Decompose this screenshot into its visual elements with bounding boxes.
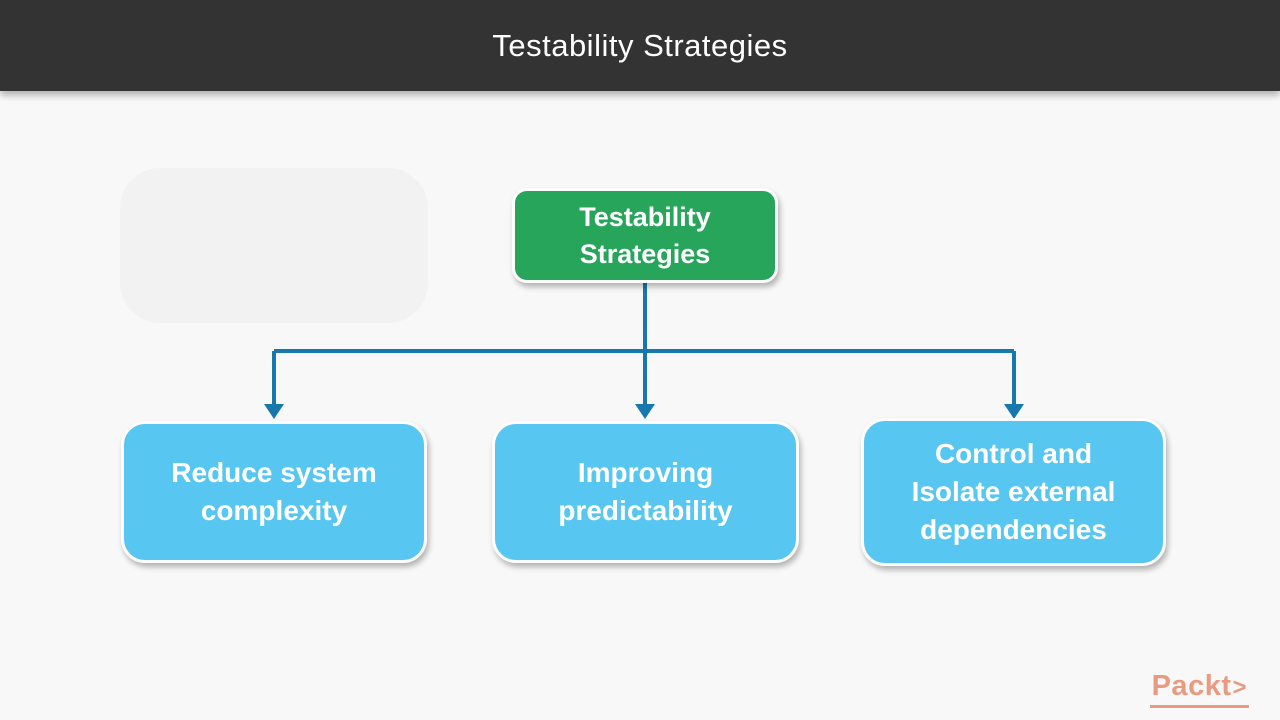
- node-label-line: predictability: [558, 495, 733, 526]
- diagram-node-improving-predictability: Improving predictability: [492, 421, 799, 563]
- diagram-node-control-isolate-external-dependencies: Control and Isolate external dependencie…: [861, 418, 1166, 566]
- node-label-line: Reduce system: [171, 457, 377, 488]
- header-bar: Testability Strategies: [0, 0, 1280, 91]
- page-title: Testability Strategies: [492, 27, 788, 63]
- ghost-placeholder-box: [120, 168, 428, 323]
- diagram-node-testability-strategies: Testability Strategies: [512, 188, 778, 283]
- diagram-node-reduce-system-complexity: Reduce system complexity: [121, 421, 427, 563]
- node-label-line: Control and: [934, 438, 1093, 469]
- arrow-down-icon: [264, 404, 284, 419]
- packt-logo: Packt >: [1149, 670, 1249, 708]
- logo-text: Packt: [1151, 670, 1232, 702]
- arrow-down-icon: [635, 404, 655, 419]
- node-label-line: Isolate external: [911, 476, 1116, 507]
- node-label-line: dependencies: [920, 514, 1107, 545]
- node-label-line: complexity: [200, 495, 348, 526]
- logo-chevron-icon: >: [1232, 674, 1247, 701]
- arrow-down-icon: [1004, 404, 1024, 419]
- node-label-line: Strategies: [579, 238, 711, 269]
- node-label-line: Improving: [577, 457, 714, 488]
- node-label-line: Testability: [579, 201, 711, 232]
